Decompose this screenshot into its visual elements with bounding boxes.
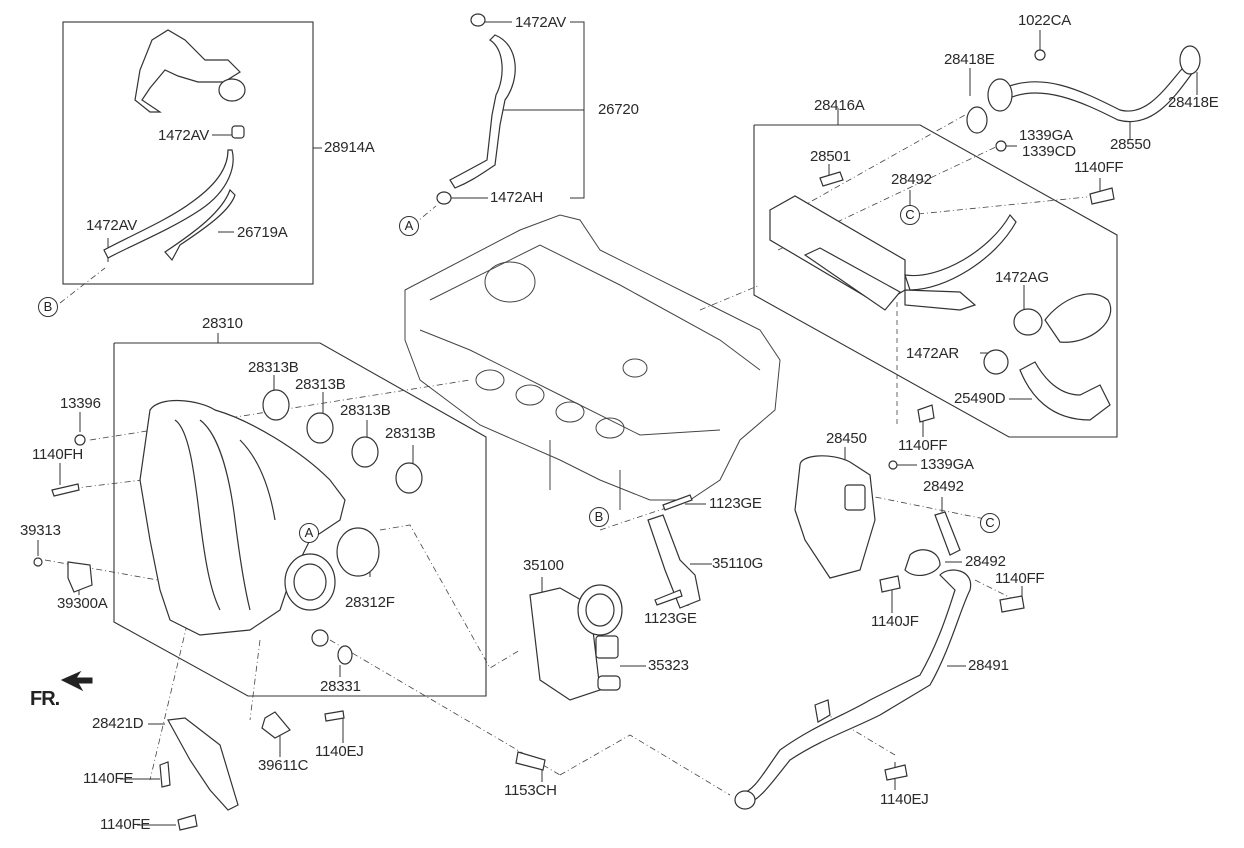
left-fasteners[interactable] — [33, 434, 93, 593]
part-label-28313B[interactable]: 28313B — [340, 402, 391, 419]
part-label-1140FF[interactable]: 1140FF — [898, 437, 948, 454]
part-label-1123GE[interactable]: 1123GE — [709, 495, 762, 512]
part-label-28491[interactable]: 28491 — [968, 657, 1009, 674]
group-box-28310 — [113, 342, 487, 697]
part-label-1140EJ[interactable]: 1140EJ — [880, 791, 929, 808]
part-label-28450[interactable]: 28450 — [826, 430, 867, 447]
leader-lines — [37, 21, 1198, 826]
part-label-28312F[interactable]: 28312F — [345, 594, 395, 611]
part-label-28313B[interactable]: 28313B — [295, 376, 346, 393]
part-label-28550[interactable]: 28550 — [1110, 136, 1151, 153]
egr-pipe-28491-part[interactable] — [734, 569, 972, 810]
part-label-39313[interactable]: 39313 — [20, 522, 61, 539]
part-label-28418E[interactable]: 28418E — [1168, 94, 1219, 111]
group-box-28416A — [753, 124, 1118, 438]
part-label-1472AG[interactable]: 1472AG — [995, 269, 1049, 286]
part-label-13396[interactable]: 13396 — [60, 395, 101, 412]
part-label-1140EJ[interactable]: 1140EJ — [315, 743, 364, 760]
part-label-1140FF[interactable]: 1140FF — [995, 570, 1045, 587]
reference-marker-a-manifold[interactable]: A — [299, 523, 319, 543]
part-label-28501[interactable]: 28501 — [810, 148, 851, 165]
part-label-1140FE[interactable]: 1140FE — [83, 770, 134, 787]
intake-manifold-part[interactable] — [139, 399, 346, 647]
part-label-1472AH[interactable]: 1472AH — [490, 189, 544, 206]
reference-marker-b[interactable]: B — [38, 297, 58, 317]
part-label-39611C[interactable]: 39611C — [258, 757, 309, 774]
part-label-1140FH[interactable]: 1140FH — [32, 446, 84, 463]
part-label-26720[interactable]: 26720 — [598, 101, 639, 118]
part-label-28416A[interactable]: 28416A — [814, 97, 865, 114]
part-label-26719A[interactable]: 26719A — [237, 224, 288, 241]
part-label-35110G[interactable]: 35110G — [712, 555, 764, 572]
part-label-28331[interactable]: 28331 — [320, 678, 361, 695]
part-label-28492[interactable]: 28492 — [965, 553, 1006, 570]
egr-cooler-part[interactable] — [769, 45, 1201, 423]
reference-marker-c-valve[interactable]: C — [980, 513, 1000, 533]
part-label-28421D[interactable]: 28421D — [92, 715, 144, 732]
front-direction-arrow-icon — [60, 670, 93, 692]
part-label-1022CA[interactable]: 1022CA — [1018, 12, 1072, 29]
part-label-1153CH[interactable]: 1153CH — [504, 782, 557, 799]
reference-marker-a[interactable]: A — [399, 216, 419, 236]
part-label-28492[interactable]: 28492 — [891, 171, 932, 188]
part-label-1140FE[interactable]: 1140FE — [100, 816, 151, 833]
part-label-1472AV[interactable]: 1472AV — [515, 14, 567, 31]
part-label-1140JF[interactable]: 1140JF — [871, 613, 919, 630]
hose-26720-part[interactable] — [436, 13, 516, 205]
part-label-35323[interactable]: 35323 — [648, 657, 689, 674]
part-label-28310[interactable]: 28310 — [202, 315, 243, 332]
front-indicator-label: FR. — [30, 688, 60, 710]
part-label-1339CD[interactable]: 1339CD — [1022, 143, 1076, 160]
lower-brackets[interactable] — [159, 710, 546, 831]
part-label-25490D[interactable]: 25490D — [954, 390, 1006, 407]
part-label-28313B[interactable]: 28313B — [248, 359, 299, 376]
part-label-28492[interactable]: 28492 — [923, 478, 964, 495]
purge-bracket-part[interactable] — [103, 29, 246, 262]
part-label-35100[interactable]: 35100 — [523, 557, 564, 574]
part-label-28313B[interactable]: 28313B — [385, 425, 436, 442]
part-label-1339GA[interactable]: 1339GA — [1019, 127, 1073, 144]
part-label-1472AV[interactable]: 1472AV — [158, 127, 210, 144]
part-label-1339GA[interactable]: 1339GA — [920, 456, 974, 473]
gasket-28313B-parts[interactable] — [262, 389, 423, 665]
part-label-28914A[interactable]: 28914A — [324, 139, 375, 156]
part-label-39300A[interactable]: 39300A — [57, 595, 108, 612]
part-label-1472AV[interactable]: 1472AV — [86, 217, 138, 234]
egr-valve-part[interactable] — [794, 455, 1025, 613]
part-label-28418E[interactable]: 28418E — [944, 51, 995, 68]
throttle-body-part[interactable] — [529, 494, 701, 701]
part-label-1123GE[interactable]: 1123GE — [644, 610, 697, 627]
part-label-1140FF[interactable]: 1140FF — [1074, 159, 1124, 176]
group-box-28914A — [62, 21, 314, 285]
part-label-1472AR[interactable]: 1472AR — [906, 345, 960, 362]
reference-marker-c-cooler[interactable]: C — [900, 205, 920, 225]
reference-marker-b-throttle[interactable]: B — [589, 507, 609, 527]
cylinder-head-part — [404, 214, 781, 510]
